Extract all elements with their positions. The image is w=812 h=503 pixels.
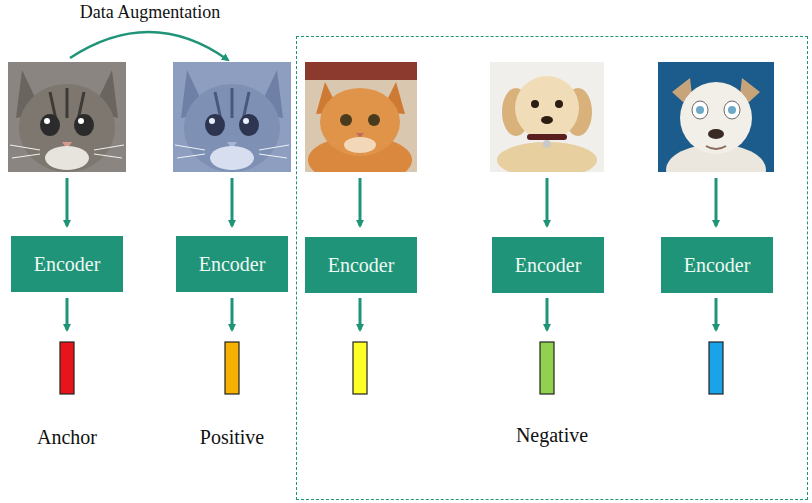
encoder-box: Encoder [492,237,604,293]
role-label: Anchor [37,426,97,449]
dog-photo [490,62,604,172]
box-label: Encoder [515,254,582,277]
encoder-box: Encoder [305,237,417,293]
box-label: Encoder [34,253,101,276]
cat-photo-augmented [173,62,291,172]
embedding-bars [60,342,723,394]
group-label: Negative [297,424,807,447]
box-label: Encoder [684,254,751,277]
box-label: Encoder [199,253,266,276]
box-label: Encoder [328,254,395,277]
role-label: Positive [200,426,264,449]
cat-photo [8,62,126,172]
dog-photo [658,62,774,172]
augmentation-arrow [70,32,228,60]
negative-group: Negative Encoder Encoder Encoder [296,36,808,500]
encoder-box: Encoder [661,237,773,293]
encoder-box: Encoder [11,236,123,292]
arrow-label: Data Augmentation [80,2,220,23]
encoder-box: Encoder [176,236,288,292]
flow-arrows [67,178,716,330]
cat-photo [305,62,417,172]
